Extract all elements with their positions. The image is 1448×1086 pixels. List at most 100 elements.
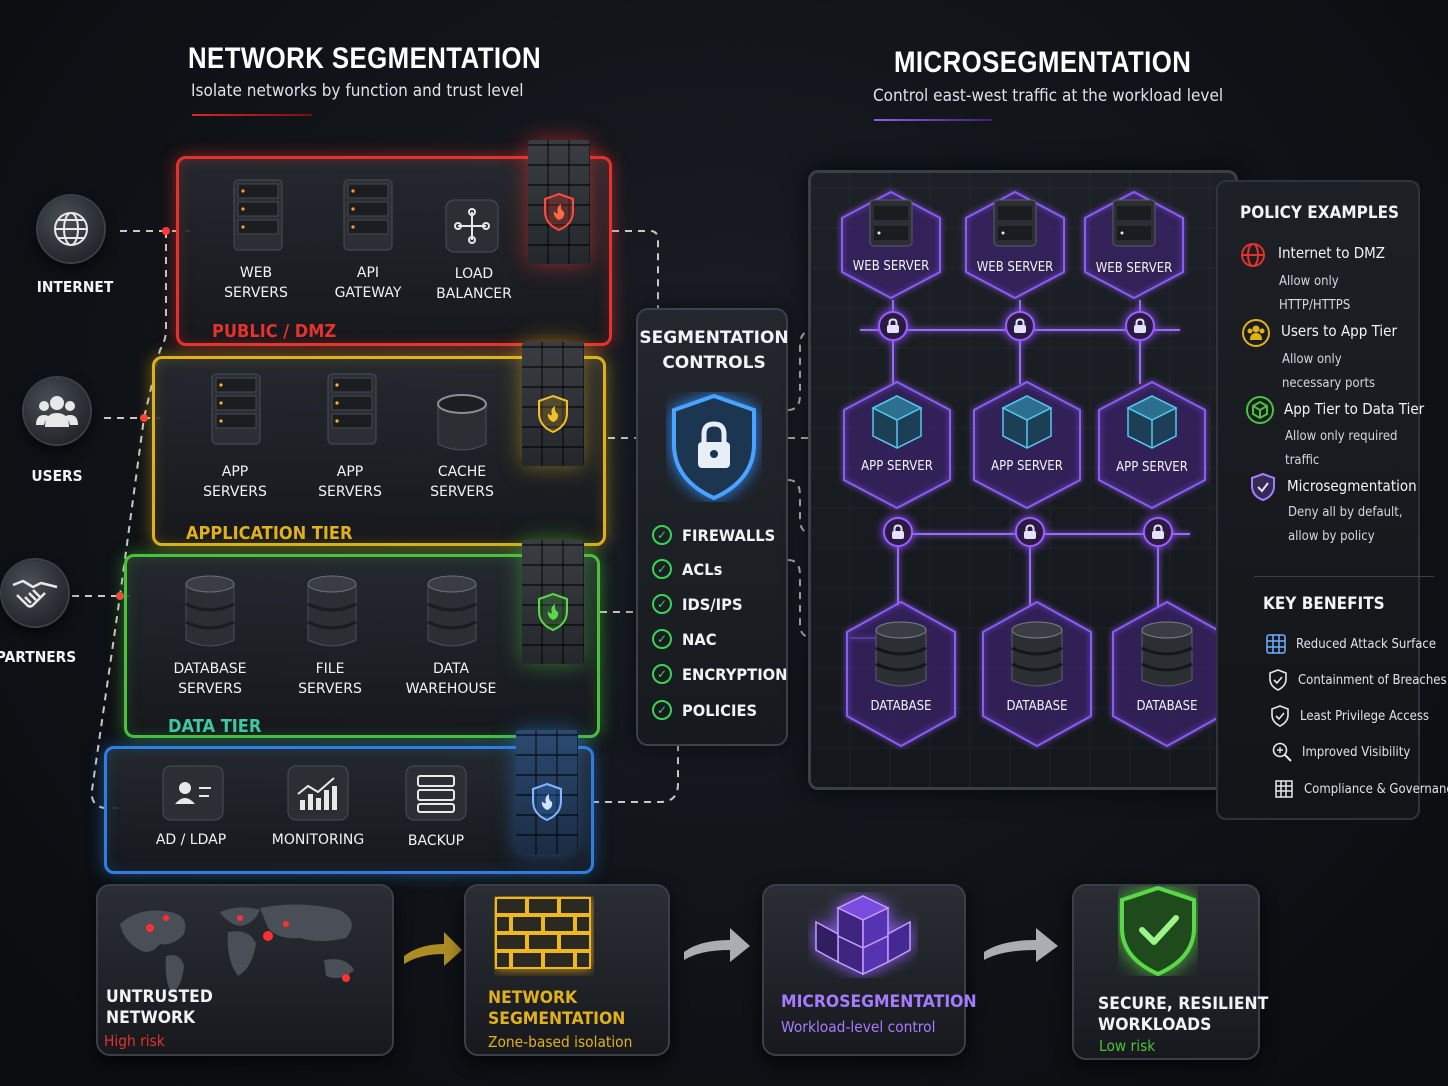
- server-rack-icon: [233, 179, 283, 251]
- fire-shield-icon: [544, 192, 574, 232]
- shield-icon: [1251, 472, 1275, 502]
- policy-lock-node: [1125, 311, 1155, 341]
- database-icon: [427, 575, 477, 647]
- internet-node: [38, 196, 104, 262]
- benefit-item: Improved Visibility: [1302, 745, 1411, 760]
- policy-desc: Deny all by default, allow by policy: [1288, 505, 1403, 544]
- api-gateway-label: API GATEWAY: [334, 265, 402, 301]
- check-shield-icon: [1120, 886, 1196, 976]
- flow-untrusted-title: UNTRUSTED NETWORK: [106, 987, 213, 1028]
- app-firewall: [522, 342, 584, 466]
- app-server-label: APP SERVER: [1116, 460, 1188, 475]
- app-servers-label-2: APP SERVERS: [318, 464, 382, 500]
- policy-title: Microsegmentation: [1287, 477, 1417, 495]
- benefit-item: Reduced Attack Surface: [1296, 637, 1437, 652]
- policy-lock-node: [1143, 517, 1173, 547]
- database-label: DATABASE: [1006, 699, 1068, 714]
- cube-cluster-icon: [815, 895, 911, 976]
- policy-examples-panel: POLICY EXAMPLES Internet to DMZ Allow on…: [1216, 180, 1448, 820]
- policy-title: Users to App Tier: [1281, 322, 1398, 340]
- application-tier-label: APPLICATION TIER: [186, 523, 353, 544]
- segmentation-controls-title: SEGMENTATION CONTROLS: [639, 328, 789, 373]
- web-server-label: WEB SERVER: [852, 259, 930, 274]
- database-icon: [185, 575, 235, 647]
- policy-title: App Tier to Data Tier: [1284, 400, 1425, 418]
- server-rack-icon: [327, 373, 377, 445]
- microsegmentation-subtitle: Control east-west traffic at the workloa…: [873, 86, 1224, 106]
- web-server-label: WEB SERVER: [976, 260, 1054, 275]
- check-icon: ✓: [652, 629, 672, 649]
- arrow-right-icon: [404, 932, 462, 966]
- file-servers-label: FILE SERVERS: [298, 661, 362, 697]
- shield-icon: [1269, 669, 1287, 691]
- flow-network-segmentation: [464, 884, 670, 1056]
- lock-shield-icon: [672, 393, 756, 501]
- directory-card-icon: [162, 765, 224, 821]
- lock-icon: [892, 524, 904, 539]
- benefit-item: Least Privilege Access: [1300, 709, 1430, 724]
- dmz-firewall: [528, 140, 590, 264]
- panel-divider: [1254, 576, 1434, 577]
- brick-wall-icon: [495, 897, 591, 969]
- database-icon: [307, 575, 357, 647]
- network-segmentation-subtitle: Isolate networks by function and trust l…: [191, 81, 524, 101]
- app-server-label: APP SERVER: [861, 459, 933, 474]
- web-servers-label: WEB SERVERS: [224, 265, 288, 301]
- check-icon: ✓: [652, 525, 672, 545]
- magnifier-icon: [1272, 742, 1292, 762]
- fire-shield-icon: [532, 782, 562, 822]
- database-label: DATABASE: [1136, 699, 1198, 714]
- benefit-item: Containment of Breaches: [1298, 673, 1447, 688]
- cache-cylinder-icon: [437, 394, 487, 451]
- flow-network-segmentation-title: NETWORK SEGMENTATION: [488, 988, 626, 1029]
- data-firewall: [522, 540, 584, 664]
- lock-icon: [1134, 318, 1146, 333]
- building-icon: [1275, 780, 1293, 798]
- arrow-right-icon: [984, 928, 1058, 962]
- control-acls: ✓ACLs: [652, 556, 726, 582]
- control-firewalls: ✓FIREWALLS: [652, 522, 783, 548]
- flow-microsegmentation-sub: Workload-level control: [781, 1018, 936, 1036]
- flow-secure-workloads-title: SECURE, RESILIENT WORKLOADS: [1098, 994, 1269, 1035]
- cube-icon: [1246, 396, 1274, 424]
- partners-node: [2, 560, 68, 626]
- fire-shield-icon: [538, 394, 568, 434]
- policy-lock-node: [878, 311, 908, 341]
- benefit-item: Compliance & Governance: [1304, 782, 1448, 797]
- check-icon: ✓: [652, 594, 672, 614]
- server-rack-icon: [343, 179, 393, 251]
- app-servers-label: APP SERVERS: [203, 464, 267, 500]
- users-node: [24, 378, 90, 444]
- data-warehouse-label: DATA WAREHOUSE: [405, 661, 497, 697]
- control-nac: ✓NAC: [652, 626, 720, 652]
- right-title-underline: [874, 119, 992, 121]
- partners-label: PARTNERS: [0, 648, 77, 666]
- lock-icon: [1152, 524, 1164, 539]
- internet-label: INTERNET: [36, 278, 114, 296]
- policy-examples-title: POLICY EXAMPLES: [1240, 203, 1400, 223]
- lock-icon: [1014, 318, 1026, 333]
- check-icon: ✓: [652, 700, 672, 720]
- flow-untrusted-sub: High risk: [104, 1032, 165, 1050]
- microsegmentation-title: MICROSEGMENTATION: [894, 46, 1192, 79]
- load-balancer-label: LOAD BALANCER: [436, 266, 512, 302]
- network-segmentation-title: NETWORK SEGMENTATION: [188, 42, 542, 75]
- fire-shield-icon: [538, 592, 568, 632]
- flow-microsegmentation-title: MICROSEGMENTATION: [781, 992, 977, 1012]
- flow-untrusted-network: [96, 884, 394, 1056]
- policy-lock-node: [1005, 311, 1035, 341]
- globe-icon: [54, 212, 88, 246]
- policy-desc: Allow only necessary ports: [1282, 352, 1376, 391]
- data-tier-label: DATA TIER: [168, 716, 262, 737]
- monitoring-chart-icon: [287, 765, 349, 821]
- policy-lock-node: [883, 517, 913, 547]
- grid-icon: [1266, 634, 1286, 654]
- handshake-icon: [12, 579, 58, 608]
- flow-microsegmentation: [762, 884, 966, 1056]
- app-server-label: APP SERVER: [991, 459, 1063, 474]
- lock-icon: [1024, 524, 1036, 539]
- check-icon: ✓: [652, 664, 672, 684]
- lock-icon: [887, 318, 899, 333]
- ad-ldap-label: AD / LDAP: [155, 832, 227, 848]
- check-icon: ✓: [652, 559, 672, 579]
